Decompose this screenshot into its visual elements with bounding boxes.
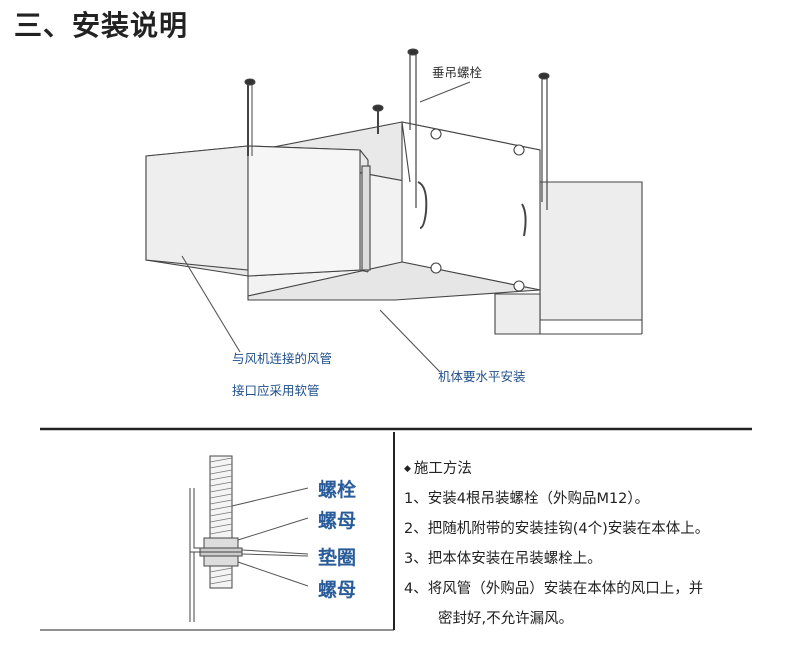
part-nut-upper: 螺母 (318, 510, 357, 532)
part-washer: 垫圈 (318, 547, 357, 569)
label-soft-duct: 接口应采用软管 (232, 383, 320, 398)
step-4-continuation: 密封好,不允许漏风。 (438, 611, 574, 627)
method-section: ◆ 施工方法 1、安装4根吊装螺栓（外购品M12）。 2、把随机附带的安装挂钩(… (404, 454, 709, 634)
section-title: 三、安装说明 (14, 9, 189, 42)
part-nut-lower: 螺母 (318, 579, 357, 601)
step-1: 1、安装4根吊装螺栓（外购品M12）。 (404, 491, 650, 507)
label-hanger-bolt: 垂吊螺栓 (432, 65, 483, 80)
label-duct: 与风机连接的风管 (232, 351, 333, 366)
step-3: 3、把本体安装在吊装螺栓上。 (404, 551, 602, 567)
step-2: 2、把随机附带的安装挂钩(4个)安装在本体上。 (404, 521, 710, 537)
label-level: 机体要水平安装 (438, 369, 526, 384)
step-4: 4、将风管（外购品）安装在本体的风口上，并 (404, 581, 704, 597)
method-heading: ◆ 施工方法 (404, 454, 709, 484)
part-bolt: 螺栓 (318, 479, 357, 501)
diamond-bullet-icon: ◆ (404, 464, 411, 474)
